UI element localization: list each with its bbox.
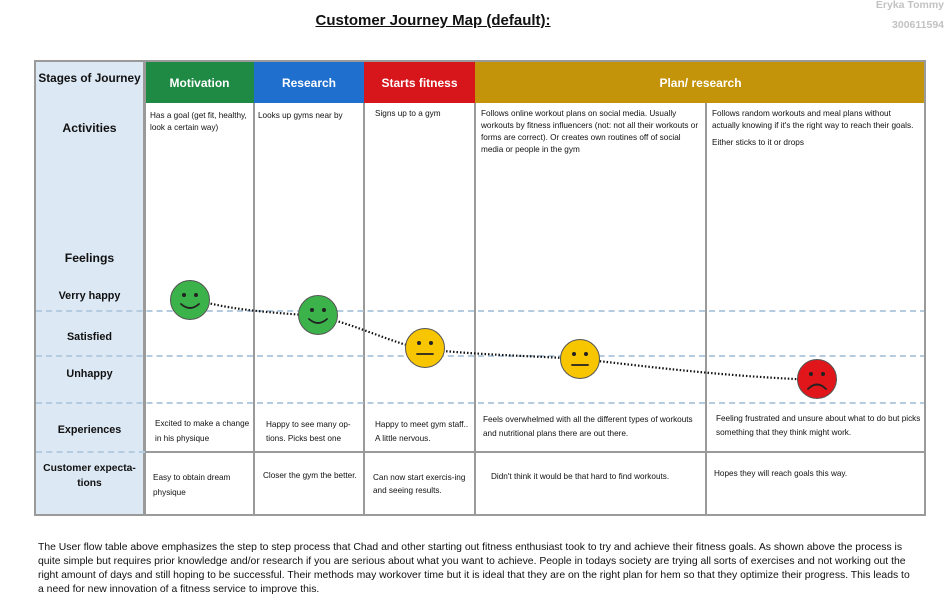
stage-header-research: Research xyxy=(254,62,364,103)
row-label-very-happy: Verry happy xyxy=(58,290,121,302)
column-divider xyxy=(705,103,707,514)
row-label-feelings: Feelings xyxy=(64,251,115,265)
experience-plan-2: Feeling frustrated and unsure about what… xyxy=(716,414,921,437)
experience-starts-fitness: Happy to meet gym staff.. A little nervo… xyxy=(375,420,469,443)
description-paragraph: The User flow table above emphasizes the… xyxy=(38,542,910,595)
neutral-face-icon xyxy=(560,339,600,379)
row-label-stages: Stages of Journey xyxy=(38,71,141,85)
author-name: Eryka Tommy xyxy=(875,0,944,11)
expectation-plan-2: Hopes they will reach goals this way. xyxy=(714,469,848,478)
unhappy-face-icon xyxy=(797,359,837,399)
activity-plan: Follows online workout plans on social m… xyxy=(481,109,699,154)
column-divider xyxy=(253,103,255,514)
row-label-unhappy: Unhappy xyxy=(66,368,113,380)
row-label-expectations-line1: Customer expecta- xyxy=(43,463,136,474)
feeling-connector-line xyxy=(186,295,818,382)
happy-face-icon xyxy=(298,295,338,335)
stage-header-starts-fitness: Starts fitness xyxy=(364,62,475,103)
column-divider xyxy=(363,103,365,514)
expectation-plan: Didn't think it would be that hard to fi… xyxy=(491,472,670,481)
page-title: Customer Journey Map (default): xyxy=(315,12,551,29)
feeling-divider xyxy=(36,355,924,357)
activity-research: Looks up gyms near by xyxy=(258,111,343,120)
activity-plan-2-extra: Either sticks to it or drops xyxy=(712,138,804,147)
column-divider xyxy=(144,62,146,514)
experience-plan: Feels overwhelmed with all the different… xyxy=(483,415,693,438)
column-divider xyxy=(474,103,476,514)
stage-header-plan-research: Plan/ research xyxy=(475,62,924,103)
row-label-expectations-line2: tions xyxy=(77,478,102,489)
author-id: 300611594 xyxy=(892,19,944,31)
expectation-research: Closer the gym the better. xyxy=(263,471,357,480)
row-label-satisfied: Satisfied xyxy=(66,331,112,343)
activity-motivation: Has a goal (get fit, healthy, look a cer… xyxy=(150,111,247,132)
experience-research: Happy to see many op-tions. Picks best o… xyxy=(266,420,351,443)
stage-header-motivation: Motivation xyxy=(145,62,254,103)
activity-starts-fitness: Signs up to a gym xyxy=(375,109,441,118)
feeling-divider xyxy=(36,402,924,404)
journey-map: Motivation Research Starts fitness Plan/… xyxy=(34,60,926,516)
row-label-activities: Activities xyxy=(62,121,117,135)
row-label-expectations: Customer expecta- tions xyxy=(36,461,143,491)
expectation-starts-fitness: Can now start exercis-ing and seeing res… xyxy=(373,473,466,495)
row-divider-label xyxy=(36,451,145,453)
activity-plan-2: Follows random workouts and meal plans w… xyxy=(712,108,917,149)
neutral-face-icon xyxy=(405,328,445,368)
row-divider xyxy=(145,451,924,453)
feeling-divider xyxy=(36,310,924,312)
row-label-experiences: Experiences xyxy=(57,424,122,436)
author-block: Eryka Tommy 300611594 xyxy=(876,0,944,35)
happy-face-icon xyxy=(170,280,210,320)
experience-motivation: Excited to make a change in his physique xyxy=(155,419,250,443)
expectation-motivation: Easy to obtain dream physique xyxy=(153,473,231,497)
activity-plan-2-text: Follows random workouts and meal plans w… xyxy=(712,109,914,130)
feeling-curve xyxy=(186,295,818,382)
